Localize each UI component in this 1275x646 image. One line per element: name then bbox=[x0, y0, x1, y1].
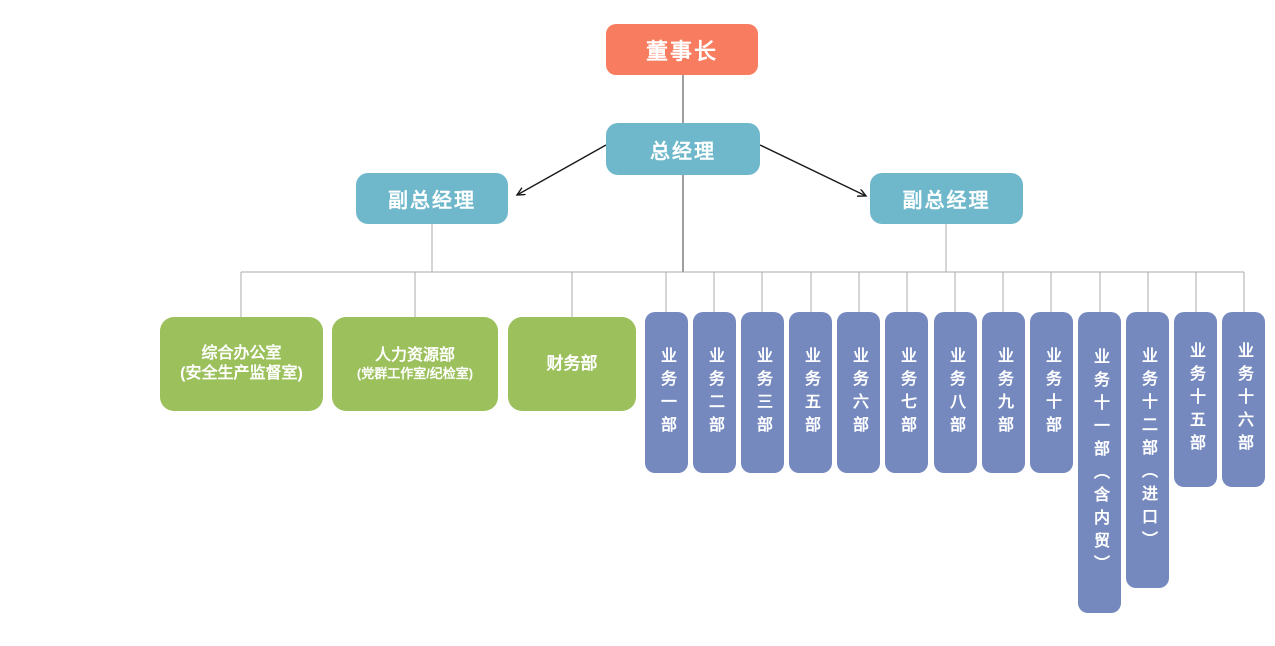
node-business-unit-12-import[interactable]: 业务十二部（进口） bbox=[1126, 312, 1169, 588]
node-finance-department[interactable]: 财务部 bbox=[508, 317, 636, 411]
general-office-sublabel: (安全生产监督室) bbox=[180, 365, 303, 382]
node-chairman[interactable]: 董事长 bbox=[606, 24, 758, 75]
business-unit-16-label: 业务十六部 bbox=[1235, 342, 1252, 457]
human-resources-label: 人力资源部 bbox=[374, 347, 455, 365]
node-business-unit-9[interactable]: 业务九部 bbox=[982, 312, 1025, 473]
arrow-to-left-deputy bbox=[517, 144, 607, 195]
business-unit-7-label: 业务七部 bbox=[898, 346, 915, 439]
business-unit-9-label: 业务九部 bbox=[995, 346, 1012, 439]
deputy-left-label: 副总经理 bbox=[388, 190, 476, 212]
node-deputy-general-manager-right[interactable]: 副总经理 bbox=[870, 173, 1023, 224]
business-unit-6-label: 业务六部 bbox=[850, 346, 867, 439]
node-business-unit-11-domestic-trade[interactable]: 业务十一部（含内贸） bbox=[1078, 312, 1121, 613]
node-general-office[interactable]: 综合办公室 (安全生产监督室) bbox=[160, 317, 323, 411]
node-business-unit-8[interactable]: 业务八部 bbox=[934, 312, 977, 473]
finance-department-label: 财务部 bbox=[546, 354, 598, 374]
node-business-unit-1[interactable]: 业务一部 bbox=[645, 312, 688, 473]
business-unit-5-label: 业务五部 bbox=[802, 346, 819, 439]
node-business-unit-5[interactable]: 业务五部 bbox=[789, 312, 832, 473]
node-business-unit-6[interactable]: 业务六部 bbox=[837, 312, 880, 473]
node-general-manager[interactable]: 总经理 bbox=[606, 123, 760, 175]
general-office-label: 综合办公室 bbox=[201, 345, 282, 362]
general-manager-label: 总经理 bbox=[650, 140, 716, 163]
node-deputy-general-manager-left[interactable]: 副总经理 bbox=[356, 173, 508, 224]
deputy-right-label: 副总经理 bbox=[902, 190, 991, 212]
business-unit-12-label: 业务十二部（进口） bbox=[1139, 346, 1156, 554]
business-unit-15-label: 业务十五部 bbox=[1187, 342, 1204, 457]
node-business-unit-7[interactable]: 业务七部 bbox=[885, 312, 928, 473]
node-business-unit-2[interactable]: 业务二部 bbox=[693, 312, 736, 473]
human-resources-sublabel: (党群工作室/纪检室) bbox=[356, 366, 474, 382]
business-unit-1-label: 业务一部 bbox=[658, 346, 675, 439]
node-human-resources[interactable]: 人力资源部 (党群工作室/纪检室) bbox=[332, 317, 498, 411]
arrow-to-right-deputy bbox=[759, 144, 866, 196]
node-business-unit-15[interactable]: 业务十五部 bbox=[1174, 312, 1217, 487]
node-business-unit-16[interactable]: 业务十六部 bbox=[1222, 312, 1265, 487]
business-unit-8-label: 业务八部 bbox=[947, 346, 964, 439]
chairman-label: 董事长 bbox=[645, 38, 718, 64]
node-business-unit-10[interactable]: 业务十部 bbox=[1030, 312, 1073, 473]
node-business-unit-3[interactable]: 业务三部 bbox=[741, 312, 784, 473]
business-unit-3-label: 业务三部 bbox=[754, 346, 771, 439]
business-unit-10-label: 业务十部 bbox=[1043, 346, 1060, 439]
business-unit-2-label: 业务二部 bbox=[706, 346, 723, 439]
business-unit-11-label: 业务十一部（含内贸） bbox=[1091, 347, 1108, 578]
